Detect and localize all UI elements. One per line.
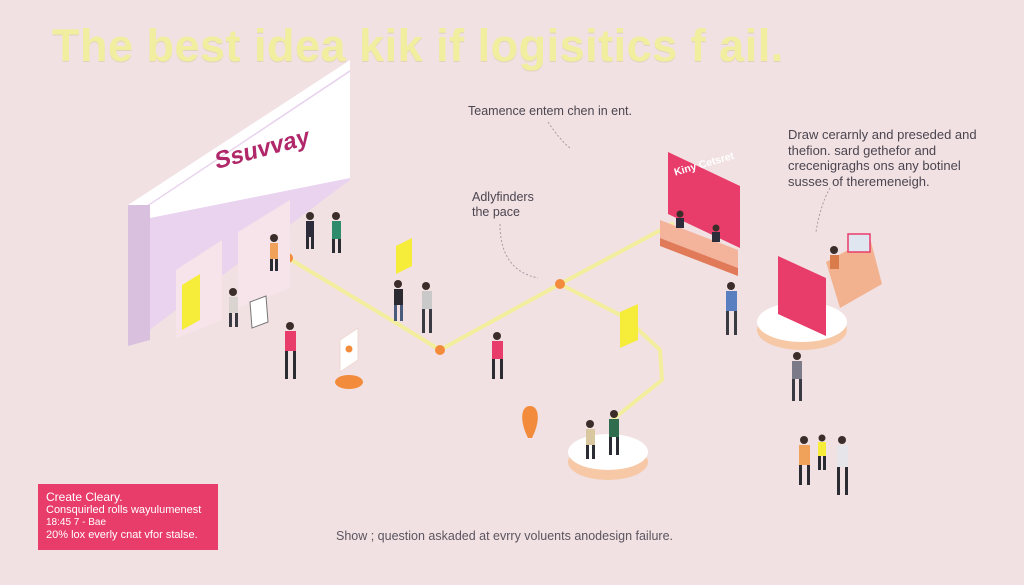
info-card-line: 18:45 7 - Bae [46,517,107,528]
person-figure [818,434,826,470]
person-figure [676,210,684,228]
people [229,210,848,495]
annotation-top-center: Teamence entem chen in ent. [468,104,632,118]
leader-line [499,223,539,279]
desk-top [826,238,882,308]
path-node [435,345,445,355]
annotation-right: Draw cerarnly and preseded and thefion. … [788,127,977,189]
info-card-line: Consquirled rolls wayulumenest [46,504,202,516]
display-platform-bottom [568,434,648,480]
leader-line [547,121,571,149]
person-figure [229,288,238,327]
location-pin-bottom [522,406,538,438]
yellow-signs [396,238,638,348]
person-figure [712,224,720,242]
person-figure [586,420,595,459]
person-figure [422,282,432,333]
storefront-yellow-poster [182,274,200,330]
person-figure [726,282,737,335]
headline-title: The best idea kik if logisitics f ail. [52,20,784,71]
person-figure [837,436,848,495]
customer-journey-path [286,222,674,422]
kiosk-counter [660,152,740,276]
person-figure [830,246,839,269]
easel-sign [249,295,269,329]
location-pin-left [335,327,363,389]
display-platform-right [757,256,847,350]
storefront-sign-panel [150,72,350,218]
storefront-roof-edge [128,60,350,218]
annotation-middle: Adlyfinders the pace [472,190,534,219]
annotation-bottom: Show ; question askaded at evrry voluent… [336,529,674,543]
person-figure [306,212,314,249]
kiosk-banner [668,152,740,248]
yellow-sign [620,304,638,348]
workstation-desk [826,233,882,308]
pin-dot [345,345,353,353]
yellow-sign [396,238,412,274]
monitor [847,233,871,253]
platform-top [568,434,648,470]
person-figure [792,352,802,401]
person-figure [270,234,278,271]
platform-banner [778,256,826,336]
leader-line [815,187,831,233]
storefront-building [128,60,350,346]
pin-base [335,375,363,389]
annotation-leaders [499,121,831,279]
info-card: Create Cleary. Consquirled rolls wayulum… [38,484,218,550]
person-figure [332,212,341,253]
path-node [555,279,565,289]
person-figure [609,410,619,455]
info-card-line: 20% lox everly cnat vfor stalse. [46,529,198,541]
info-card-title: Create Cleary. [46,490,123,504]
person-figure [285,322,296,379]
storefront-door-right [238,200,290,308]
storefront-side [128,205,150,346]
person-figure [492,332,503,379]
person-figure [799,436,810,485]
kiosk-counter-top [660,220,738,268]
pin-marker [522,406,538,438]
person-figure [394,280,403,321]
kiosk-counter-front [660,238,738,276]
